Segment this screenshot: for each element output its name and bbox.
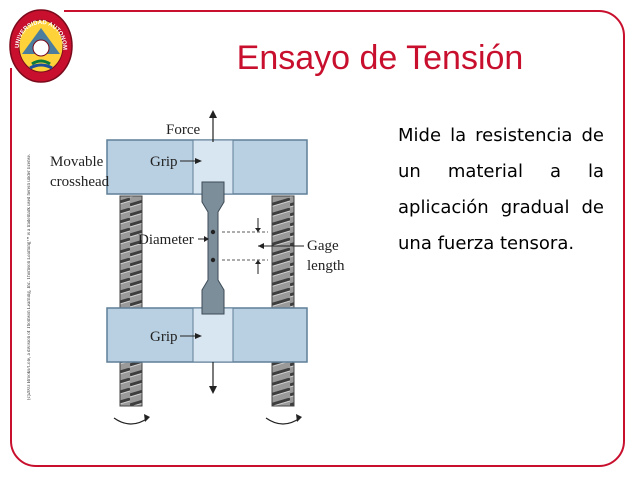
tensile-specimen xyxy=(201,181,225,315)
force-label: Force xyxy=(166,122,200,138)
right-rotation-arrow xyxy=(265,417,301,425)
copyright-notice: (c)2003 Brooks/Cole, a division of Thoms… xyxy=(27,153,32,400)
slide-body: Mide la resistencia de un material a la … xyxy=(398,125,604,254)
diameter-label: Diameter xyxy=(138,232,194,248)
gage-mark-bottom xyxy=(210,257,216,263)
movable-crosshead-label-2: crosshead xyxy=(50,174,110,190)
gage-length-label-2: length xyxy=(307,258,345,274)
left-lead-screw xyxy=(119,195,143,407)
left-rotation-arrow xyxy=(113,417,149,425)
slide-frame xyxy=(10,10,625,467)
university-seal: UNIVERSIDAD AUTONOMA DEL CARIBE xyxy=(8,6,73,83)
movable-crosshead-label-1: Movable xyxy=(50,154,104,170)
gage-mark-top xyxy=(210,229,216,235)
grip-bottom-label: Grip xyxy=(150,329,178,345)
grip-top-label: Grip xyxy=(150,154,178,170)
gage-length-label-1: Gage xyxy=(307,238,339,254)
tension-test-diagram: Force Movable crosshead Grip Diameter Ga… xyxy=(50,110,345,425)
slide-title: Ensayo de Tensión xyxy=(236,39,524,77)
right-lead-screw xyxy=(271,195,295,407)
